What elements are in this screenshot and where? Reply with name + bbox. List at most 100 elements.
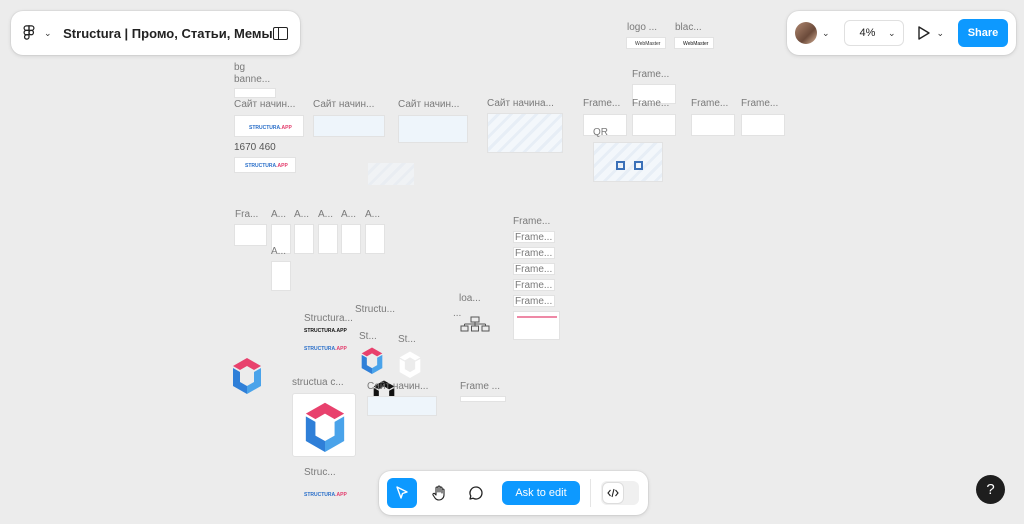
frame-thumb[interactable]	[632, 84, 676, 104]
structura-logo-icon[interactable]	[230, 356, 264, 394]
frame-thumb[interactable]	[583, 114, 627, 136]
frame-thumb[interactable]	[632, 114, 676, 136]
frame-label[interactable]: Frame...	[741, 98, 779, 109]
brand-mini[interactable]: STRUCTURA.APP	[304, 492, 347, 498]
chevron-down-icon: ⌄	[44, 27, 52, 38]
sidebar-toggle-icon[interactable]	[272, 26, 288, 40]
chevron-down-icon[interactable]: ⌄	[936, 27, 945, 38]
frame-label[interactable]: Frame...	[632, 69, 670, 80]
site-frame[interactable]	[398, 115, 468, 143]
article-frame[interactable]	[365, 224, 385, 254]
frame-label[interactable]: ...	[453, 308, 462, 319]
frame-label: Frame...	[515, 296, 553, 307]
frame-label[interactable]: Structu...	[355, 304, 396, 315]
share-button[interactable]: Share	[958, 19, 1008, 47]
dev-mode-toggle[interactable]	[601, 481, 639, 505]
chevron-down-icon[interactable]: ⌄	[822, 27, 830, 38]
frame-label[interactable]: A...	[271, 209, 287, 220]
frame-label[interactable]: Сайт начин...	[398, 99, 460, 110]
frame-thumb[interactable]	[741, 114, 785, 136]
stack-frame[interactable]: Frame...	[513, 231, 555, 243]
frame-label[interactable]: A...	[365, 209, 381, 220]
frame-label[interactable]: logo ...	[627, 22, 658, 33]
frame-label[interactable]: Frame...	[513, 216, 551, 227]
size-label[interactable]: 1670 460	[234, 142, 276, 153]
site-frame[interactable]: STRUCTURA.APP	[234, 115, 304, 137]
toolbar-divider	[590, 479, 591, 507]
stack-frame[interactable]: Frame...	[513, 263, 555, 275]
black-logo-frame[interactable]: WebMaster	[674, 37, 714, 49]
frame-label[interactable]: Frame ...	[460, 381, 501, 392]
pattern-frame[interactable]	[368, 163, 414, 185]
play-icon	[917, 26, 930, 40]
stack-frame[interactable]: Frame...	[513, 279, 555, 291]
app-icon-frame[interactable]	[292, 393, 356, 457]
frame-label[interactable]: A...	[294, 209, 310, 220]
article-frame[interactable]	[271, 261, 291, 291]
hand-tool-button[interactable]	[424, 478, 454, 508]
frame-label[interactable]: Frame...	[583, 98, 621, 109]
ask-to-edit-button[interactable]: Ask to edit	[502, 481, 580, 505]
frame-label[interactable]: Frame...	[632, 98, 670, 109]
article-frame[interactable]	[318, 224, 338, 254]
brand-mini[interactable]: STRUCTURA.APP	[304, 346, 347, 352]
site-frame[interactable]	[487, 113, 563, 153]
stack-frame[interactable]: Frame...	[513, 247, 555, 259]
site-frame[interactable]	[313, 115, 385, 137]
frame-label[interactable]: Fra...	[235, 209, 259, 220]
frame-label[interactable]: Сайт начина...	[487, 98, 554, 109]
zoom-select[interactable]: 4% ⌄	[843, 20, 904, 46]
main-menu-button[interactable]: ⌄	[23, 25, 63, 41]
frame-label[interactable]: QR	[593, 127, 608, 138]
present-button[interactable]	[917, 26, 932, 40]
banner-frame[interactable]	[234, 88, 276, 98]
frame-label[interactable]: Сайт начин...	[367, 381, 429, 392]
article-frame[interactable]	[271, 224, 291, 254]
structura-logo-icon[interactable]	[359, 346, 385, 374]
article-frame[interactable]	[341, 224, 361, 254]
file-title[interactable]: Structura | Промо, Статьи, Мемы	[63, 25, 273, 41]
header-right-panel: ⌄ 4% ⌄ ⌄ Share	[787, 11, 1016, 55]
frame-label[interactable]: blac...	[675, 22, 702, 33]
frame-label[interactable]: A...	[341, 209, 357, 220]
article-frame[interactable]	[234, 224, 267, 246]
frame-label[interactable]: Structura...	[304, 313, 353, 324]
frame-label[interactable]: A...	[318, 209, 334, 220]
frame-thumb[interactable]	[691, 114, 735, 136]
logo-frame[interactable]: WebMaster	[626, 37, 666, 49]
qr-frame[interactable]	[593, 142, 663, 182]
frame-label[interactable]: Сайт начин...	[313, 99, 375, 110]
comment-tool-button[interactable]	[461, 478, 491, 508]
frame-label[interactable]: Frame...	[691, 98, 729, 109]
frame-label: Frame...	[515, 248, 553, 259]
table-frame[interactable]	[513, 311, 560, 340]
table-line	[517, 316, 557, 318]
frame-label: Frame...	[515, 232, 553, 243]
move-tool-button[interactable]	[387, 478, 417, 508]
qr-icon	[634, 161, 643, 170]
frame-label[interactable]: Struc...	[304, 467, 336, 478]
avatar[interactable]	[795, 22, 817, 44]
frame-label[interactable]: bg	[234, 62, 246, 73]
site-frame[interactable]	[367, 396, 437, 416]
frame-label[interactable]: loa...	[459, 293, 481, 304]
figma-logo-icon	[23, 25, 35, 40]
frame-label[interactable]: banne...	[234, 74, 271, 85]
frame-thumb[interactable]	[460, 396, 506, 402]
brand-frame[interactable]: STRUCTURA.APP	[234, 157, 296, 173]
zoom-value: 4%	[859, 27, 876, 39]
frame-label[interactable]: Сайт начин...	[234, 99, 296, 110]
stack-frame[interactable]: Frame...	[513, 295, 555, 307]
comment-icon	[469, 486, 483, 500]
frame-label: Frame...	[515, 264, 553, 275]
frame-label[interactable]: St...	[398, 334, 416, 345]
structura-logo-icon	[305, 402, 345, 452]
frame-label[interactable]: St...	[359, 331, 377, 342]
frame-label[interactable]: A...	[271, 246, 287, 257]
article-frame[interactable]	[294, 224, 314, 254]
structura-logo-white-icon[interactable]	[397, 350, 423, 378]
sitemap-icon[interactable]	[460, 316, 490, 332]
brand-mini-black[interactable]: STRUCTURA.APP	[304, 328, 347, 334]
frame-label[interactable]: structua c...	[292, 377, 344, 388]
help-button[interactable]: ?	[976, 475, 1005, 504]
